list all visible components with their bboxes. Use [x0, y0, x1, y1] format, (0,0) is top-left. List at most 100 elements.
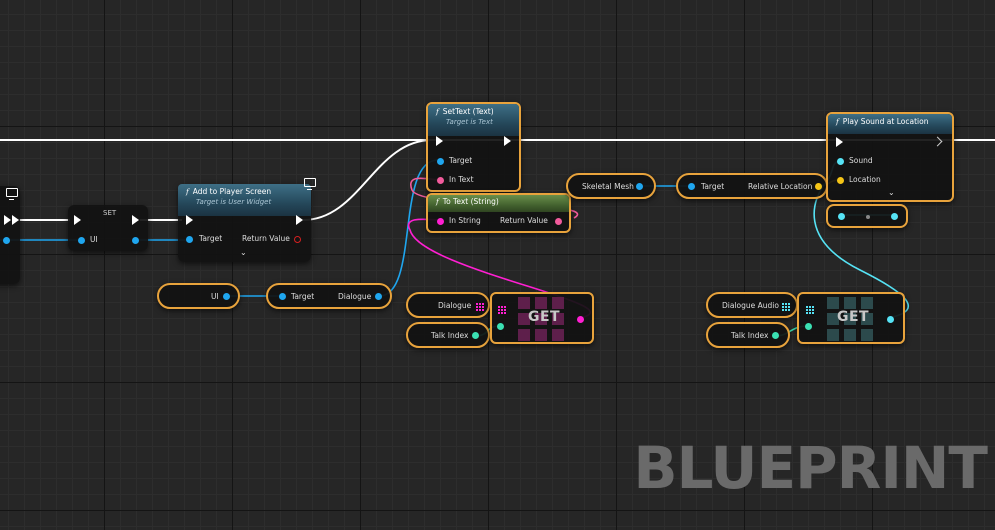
settext-target-label: Target [449, 156, 473, 165]
talk-index-variable-node-2[interactable]: Talk Index [706, 322, 790, 348]
chevron-down-icon[interactable]: ⌄ [240, 248, 247, 257]
array-get-node-2[interactable]: GET [797, 292, 905, 344]
relative-location-node[interactable]: Target Relative Location [676, 173, 828, 199]
to-text-return-pin[interactable] [555, 218, 562, 225]
chevron-down-icon[interactable]: ⌄ [888, 188, 895, 197]
add-exec-in-pin[interactable] [186, 215, 193, 225]
talk-index-out-pin-1[interactable] [472, 332, 479, 339]
talk-index-label-2: Talk Index [731, 331, 769, 340]
play-sound-exec-in-pin[interactable] [836, 137, 843, 147]
talk-index-variable-node-1[interactable]: Talk Index [406, 322, 490, 348]
exec-out-pin[interactable] [12, 215, 19, 225]
play-sound-exec-out-pin[interactable] [932, 136, 943, 147]
add-target-label: Target [199, 234, 223, 243]
skeletal-mesh-variable-node[interactable]: Skeletal Mesh [566, 173, 656, 199]
play-sound-title: Play Sound at Location [842, 117, 929, 126]
array-get-label-2: GET [837, 309, 870, 325]
settext-title: SetText (Text) [442, 107, 494, 116]
array-get-node-1[interactable]: GET [490, 292, 594, 344]
skeletal-mesh-out-pin[interactable] [636, 183, 643, 190]
add-target-pin[interactable] [186, 236, 193, 243]
relative-location-out-pin[interactable] [815, 183, 822, 190]
array-icon [782, 303, 790, 311]
set-ui-label: UI [90, 235, 98, 244]
dialogue-array-variable-label: Dialogue [438, 301, 472, 310]
relative-location-out-label: Relative Location [748, 182, 813, 191]
play-sound-sound-label: Sound [849, 156, 873, 165]
add-to-player-screen-title: Add to Player Screen [192, 187, 272, 196]
array-in-icon [806, 306, 814, 314]
settext-intext-pin[interactable] [437, 177, 444, 184]
to-text-return-label: Return Value [500, 216, 548, 225]
widget-icon [6, 188, 18, 200]
relative-location-target-pin[interactable] [688, 183, 695, 190]
talk-index-label-1: Talk Index [431, 331, 469, 340]
array-get-index-pin-2[interactable] [805, 323, 812, 330]
dialogue-audio-label: Dialogue Audio [722, 301, 779, 310]
dialogue-getter-out-label: Dialogue [338, 292, 372, 301]
dialogue-getter-node[interactable]: Target Dialogue [266, 283, 392, 309]
function-icon: f [836, 117, 839, 126]
add-to-player-screen-subtitle: Target is User Widget [196, 198, 272, 206]
set-exec-in-pin[interactable] [74, 215, 81, 225]
array-in-icon [498, 306, 506, 314]
add-return-pin[interactable] [294, 236, 301, 243]
array-get-label-1: GET [528, 309, 561, 325]
ui-variable-node[interactable]: UI [157, 283, 240, 309]
set-node[interactable]: SET UI [68, 205, 148, 251]
settext-exec-in-pin[interactable] [436, 136, 443, 146]
partial-node-left[interactable] [0, 186, 20, 284]
dialogue-audio-variable-node[interactable]: Dialogue Audio [706, 292, 798, 318]
set-exec-out-pin[interactable] [132, 215, 139, 225]
function-icon: f [436, 107, 439, 116]
dialogue-wire-settext [378, 159, 439, 297]
array-get-out-pin-1[interactable] [577, 316, 584, 323]
array-pattern-icon [518, 297, 564, 341]
reroute-dot [866, 215, 870, 219]
dialogue-array-variable-node[interactable]: Dialogue [406, 292, 490, 318]
settext-target-pin[interactable] [437, 158, 444, 165]
settext-intext-label: In Text [449, 175, 474, 184]
array-icon [476, 303, 484, 311]
array-get-index-pin-1[interactable] [497, 323, 504, 330]
reroute-node[interactable] [826, 204, 908, 228]
relative-location-target-label: Target [701, 182, 725, 191]
play-sound-location-pin[interactable] [837, 177, 844, 184]
talk-index-out-pin-2[interactable] [772, 332, 779, 339]
add-exec-out-pin[interactable] [296, 215, 303, 225]
array-get-out-pin-2[interactable] [887, 316, 894, 323]
reroute-out-pin[interactable] [891, 213, 898, 220]
dialogue-getter-target-label: Target [291, 292, 315, 301]
set-ui-out-pin[interactable] [132, 237, 139, 244]
array-pattern-icon [827, 297, 873, 341]
ui-variable-label: UI [211, 292, 219, 301]
to-text-instring-pin[interactable] [437, 218, 444, 225]
set-ui-in-pin[interactable] [78, 237, 85, 244]
function-icon: f [436, 197, 439, 206]
skeletal-mesh-label: Skeletal Mesh [582, 182, 634, 191]
add-return-label: Return Value [242, 234, 290, 243]
to-text-title: To Text (String) [442, 197, 499, 206]
settext-exec-out-pin[interactable] [504, 136, 511, 146]
function-icon: f [186, 187, 189, 196]
set-node-title: SET [103, 209, 117, 217]
left-exec-out-pin[interactable] [4, 215, 11, 225]
settext-subtitle: Target is Text [446, 118, 493, 126]
blueprint-watermark: BLUEPRINT [633, 434, 988, 502]
left-ui-out-pin[interactable] [3, 237, 10, 244]
dialogue-getter-out-pin[interactable] [375, 293, 382, 300]
play-sound-sound-pin[interactable] [837, 158, 844, 165]
reroute-in-pin[interactable] [838, 213, 845, 220]
dialogue-getter-target-pin[interactable] [279, 293, 286, 300]
widget-icon [304, 178, 316, 190]
ui-variable-out-pin[interactable] [223, 293, 230, 300]
